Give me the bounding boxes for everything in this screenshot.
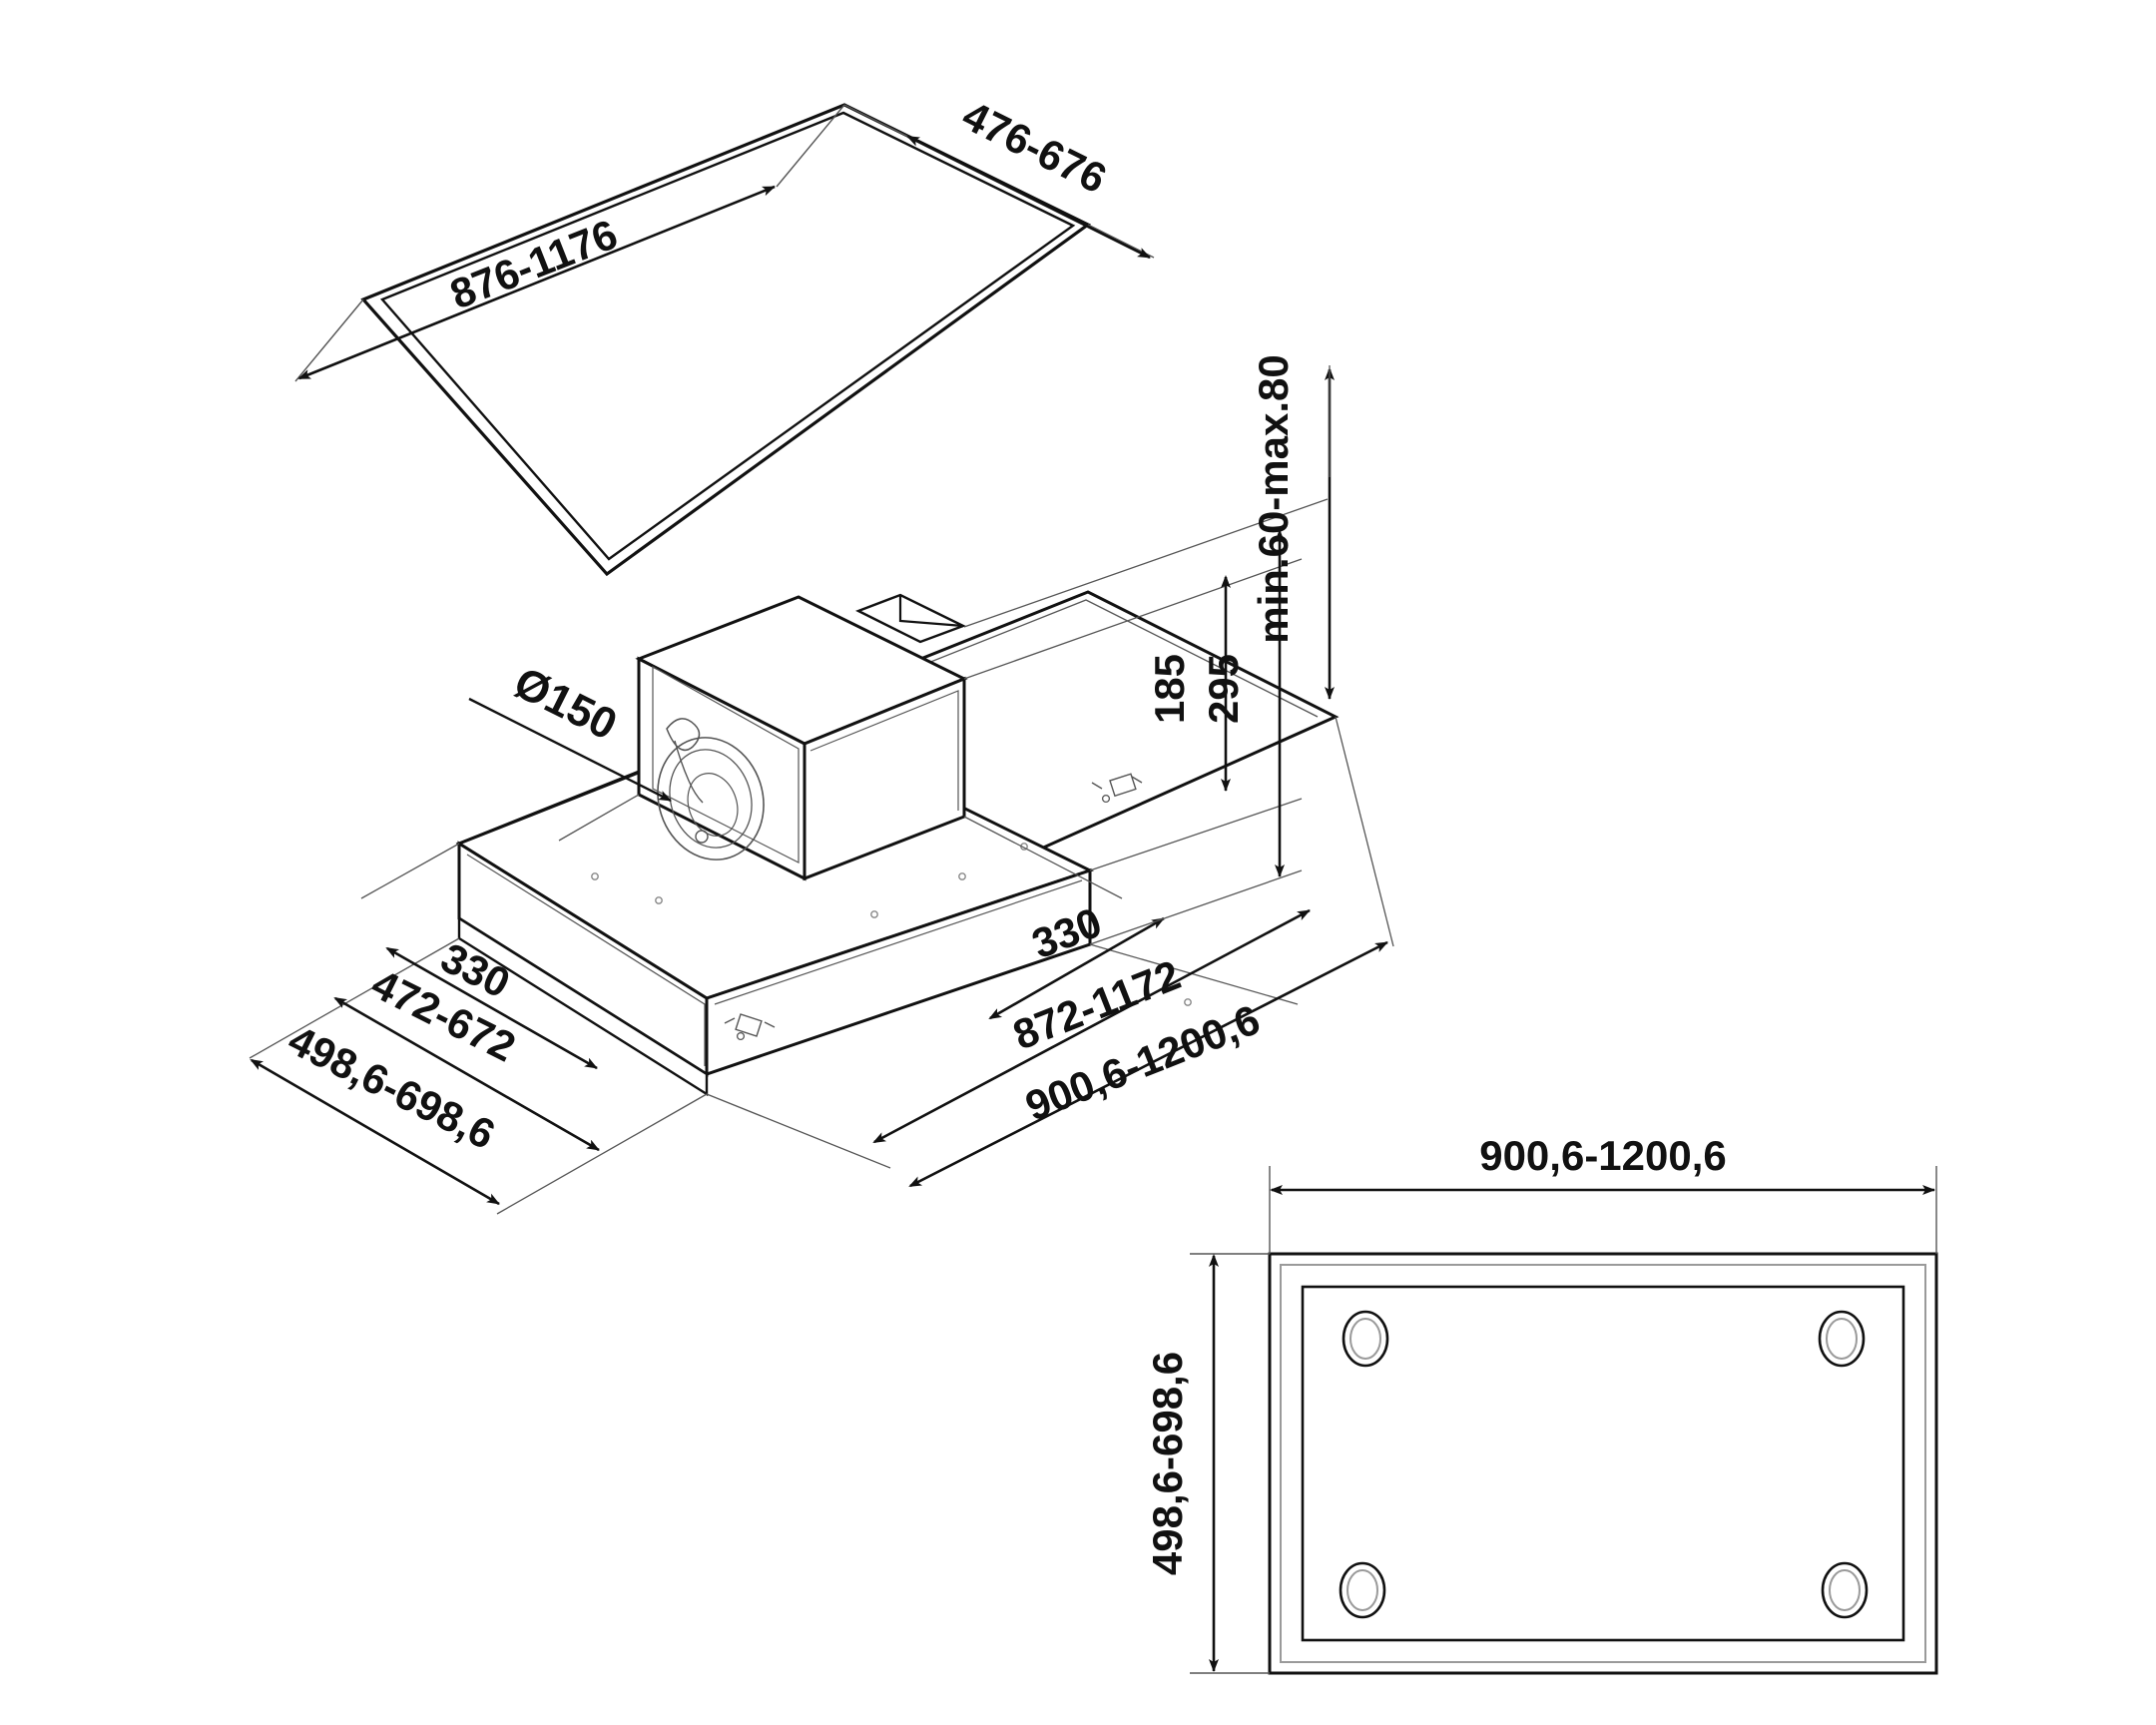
dim-top-width-line	[906, 135, 1151, 260]
halogen-lamp	[1339, 1561, 1386, 1619]
motor-front-inner-panel	[652, 665, 800, 863]
halogen-lamp	[1818, 1310, 1866, 1368]
dim-left-4986-line	[250, 1058, 500, 1206]
top-frame-view	[360, 103, 1092, 577]
motor-top-collar-edge	[898, 595, 964, 628]
wire-lead	[674, 740, 704, 804]
dim-right-9006-line	[908, 940, 1388, 1188]
halogen-lamp	[1821, 1561, 1869, 1619]
height-proj-body-top	[1089, 798, 1303, 871]
dim-top-width-ext-a	[843, 104, 911, 139]
plan-width-label: 900,6-1200,6	[1479, 1132, 1727, 1179]
fixing-point	[958, 872, 966, 880]
bottom-plan-view: 900,6-1200,6 498,6-698,6	[1144, 1132, 1938, 1675]
fixing-point	[655, 896, 663, 904]
fan-inner-ring	[669, 749, 753, 849]
blower-fan-detail	[657, 718, 765, 861]
height-proj-top-motor	[963, 558, 1303, 680]
dim-top-length-ext-a	[294, 298, 364, 382]
fixing-point	[591, 872, 599, 880]
left-ext-3	[496, 1093, 708, 1215]
dim-top-width-ext-b	[1087, 224, 1155, 259]
plan-inner-rect	[1301, 1285, 1905, 1642]
wire-connector	[666, 718, 701, 752]
duct-leader-line	[468, 697, 672, 803]
terminal-block-right	[1091, 773, 1143, 804]
fan-outer-ring	[657, 737, 765, 861]
frame-inner-outline	[379, 111, 1076, 561]
motor-right-seam	[809, 690, 959, 811]
right-ext-2	[1335, 716, 1394, 947]
dim-295-label: 295	[1200, 654, 1247, 724]
right-ext-4	[963, 816, 1123, 899]
terminal-block-front	[724, 1013, 776, 1041]
height-proj-collar	[963, 498, 1329, 628]
hood-body-seam-front	[466, 854, 706, 1066]
left-ext-1	[360, 843, 460, 899]
plan-second-rect	[1280, 1264, 1926, 1663]
plan-depth-label: 498,6-698,6	[1144, 1352, 1191, 1575]
dim-heights: 185 295 min.60-max.80	[963, 354, 1335, 945]
dim-185-label: 185	[1146, 654, 1193, 724]
right-ext-3	[706, 1093, 891, 1169]
dim-top-length-line	[297, 185, 776, 380]
dim-minmax-label: min.60-max.80	[1250, 354, 1297, 644]
dim-duct-label: Ø150	[506, 658, 624, 750]
height-proj-body-bottom	[1089, 869, 1303, 945]
dim-top-length-ext-b	[776, 104, 845, 188]
fan-hub	[687, 773, 739, 837]
fixing-point	[1184, 998, 1192, 1006]
left-ext-4	[558, 794, 640, 842]
wire-grommet	[695, 830, 709, 844]
halogen-lamp	[1342, 1310, 1389, 1368]
